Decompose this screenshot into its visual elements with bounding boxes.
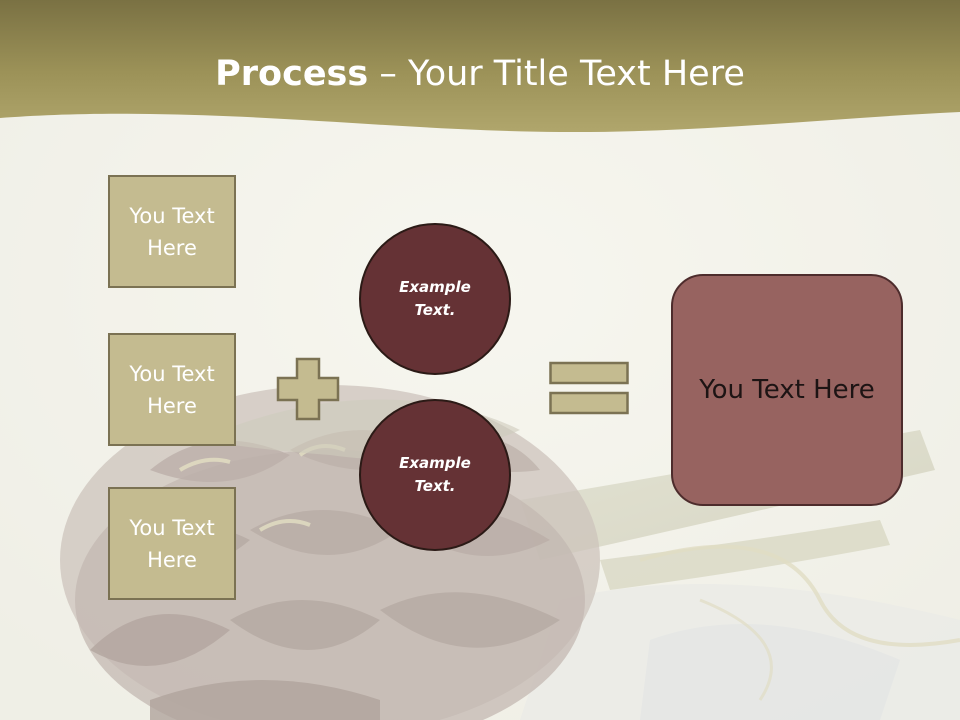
title-bold-word: Process	[215, 54, 369, 94]
example-circle-2-label: Example Text.	[399, 454, 471, 495]
input-box-1[interactable]: You Text Here	[108, 175, 236, 288]
result-box-label: You Text Here	[699, 375, 875, 405]
input-box-2-label: You Text Here	[129, 361, 215, 418]
slide-title: Process – Your Title Text Here	[0, 52, 960, 96]
equals-icon	[549, 361, 629, 415]
input-box-2[interactable]: You Text Here	[108, 333, 236, 446]
input-box-3[interactable]: You Text Here	[108, 487, 236, 600]
plus-icon	[276, 357, 340, 421]
example-circle-1[interactable]: Example Text.	[359, 223, 511, 375]
example-circle-1-label: Example Text.	[399, 278, 471, 319]
header-wave-band	[0, 0, 960, 133]
example-circle-2[interactable]: Example Text.	[359, 399, 511, 551]
input-box-1-label: You Text Here	[129, 203, 215, 260]
title-rest-text: – Your Title Text Here	[368, 54, 745, 94]
result-box[interactable]: You Text Here	[671, 274, 903, 506]
input-box-3-label: You Text Here	[129, 515, 215, 572]
